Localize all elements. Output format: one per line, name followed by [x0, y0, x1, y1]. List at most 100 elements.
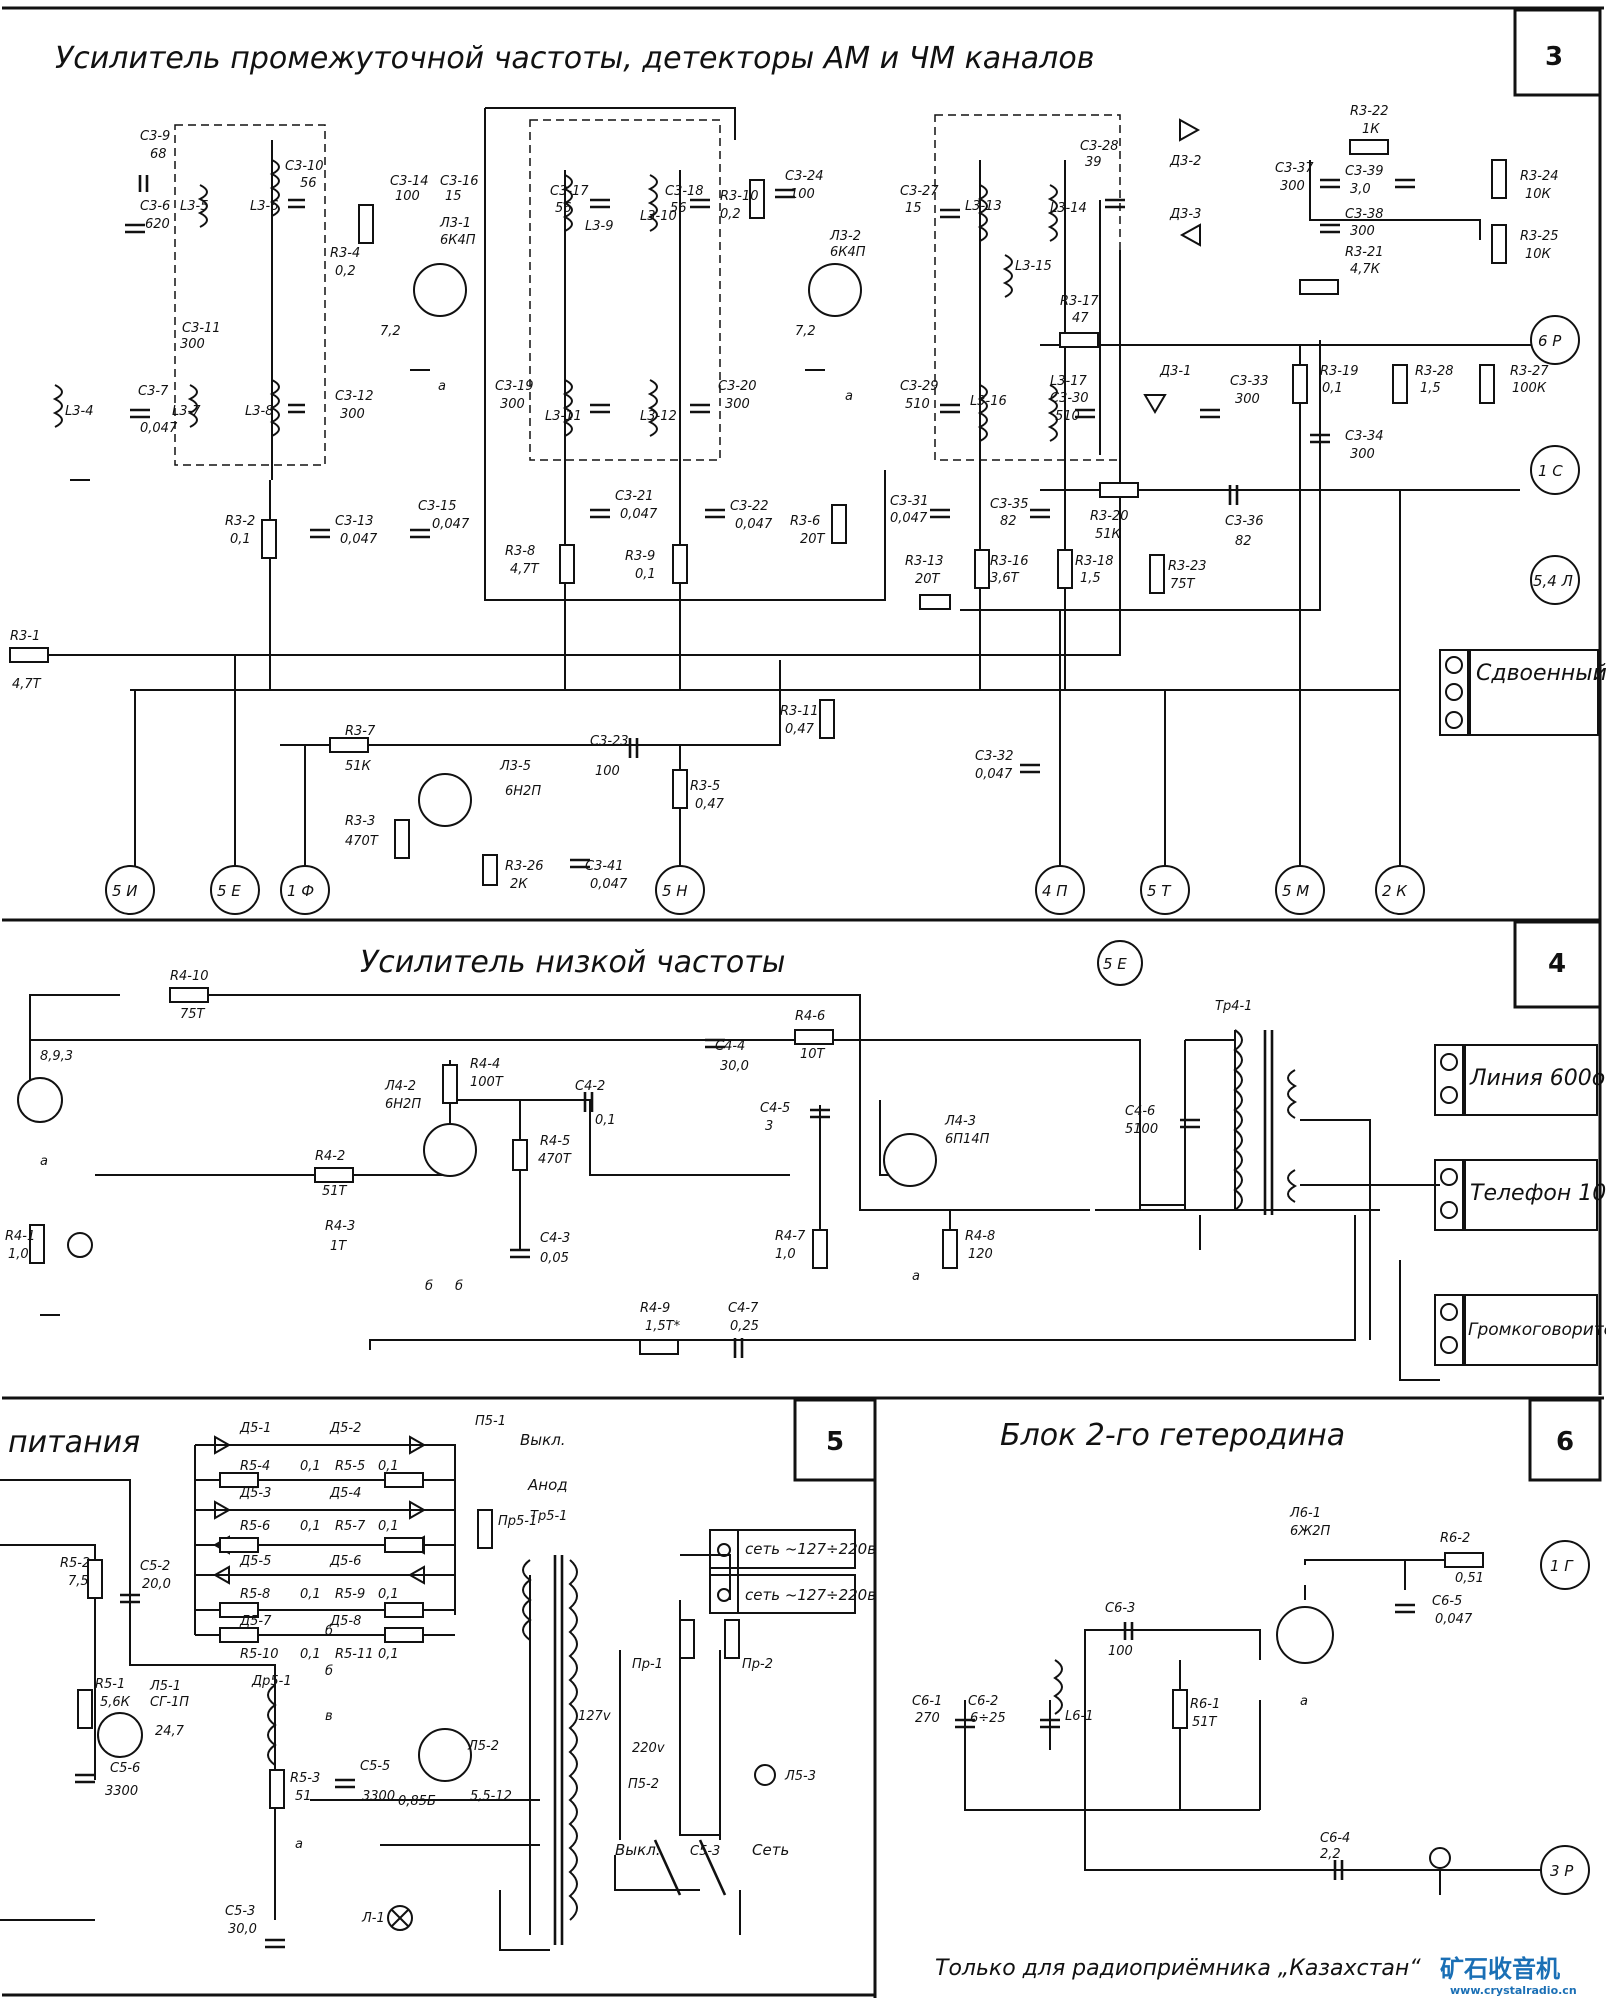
- line-output[interactable]: Линия 600ом: [1434, 1044, 1606, 1116]
- footer-note: Только для радиоприёмника „Казахстан“: [935, 1956, 1421, 1981]
- svg-text:1 Ф: 1 Ф: [287, 882, 314, 900]
- svg-text:R4-7: R4-7: [775, 1229, 806, 1244]
- svg-text:0,047: 0,047: [140, 421, 178, 436]
- svg-text:Л4-3: Л4-3: [944, 1114, 976, 1129]
- svg-text:0,047: 0,047: [432, 517, 470, 532]
- svg-text:510: 510: [905, 397, 930, 412]
- svg-text:C3-18: C3-18: [665, 184, 704, 199]
- svg-text:Л6-1: Л6-1: [1289, 1506, 1321, 1521]
- svg-text:Громкоговоритель 6,5ом: Громкоговоритель 6,5ом: [1468, 1320, 1606, 1340]
- svg-text:б: б: [325, 1624, 333, 1639]
- dual-receive-terminal[interactable]: Сдвоенный прием: [1439, 649, 1606, 736]
- svg-text:15: 15: [905, 201, 922, 216]
- jack-4p[interactable]: 4 П: [1035, 865, 1085, 915]
- svg-text:5 Н: 5 Н: [662, 882, 688, 900]
- jack-1s[interactable]: 1 С: [1530, 445, 1580, 495]
- svg-text:0,1: 0,1: [1322, 381, 1343, 396]
- svg-text:R5-7: R5-7: [335, 1519, 366, 1534]
- svg-text:0,047: 0,047: [590, 877, 628, 892]
- svg-text:C3-36: C3-36: [1225, 514, 1264, 529]
- svg-text:56: 56: [300, 176, 317, 191]
- svg-text:C3-30: C3-30: [1050, 391, 1089, 406]
- jack-5e-lf[interactable]: 5 Е: [1097, 940, 1143, 986]
- svg-text:L3-12: L3-12: [640, 409, 677, 424]
- svg-text:Пр5-1: Пр5-1: [498, 1514, 537, 1529]
- svg-text:0,1: 0,1: [300, 1459, 321, 1474]
- jack-2k[interactable]: 2 К: [1375, 865, 1425, 915]
- svg-text:L3-15: L3-15: [1015, 259, 1052, 274]
- svg-text:1К: 1К: [1362, 122, 1380, 137]
- svg-text:4,7Т: 4,7Т: [12, 677, 42, 692]
- svg-text:R3-6: R3-6: [790, 514, 820, 529]
- phone-output[interactable]: Телефон 100ом: [1434, 1159, 1606, 1231]
- svg-text:51Т: 51Т: [1192, 1715, 1218, 1730]
- svg-text:300: 300: [340, 407, 365, 422]
- svg-text:C3-32: C3-32: [975, 749, 1014, 764]
- svg-text:Д5-3: Д5-3: [239, 1486, 271, 1501]
- svg-text:2,2: 2,2: [1320, 1847, 1341, 1862]
- svg-text:R4-10: R4-10: [170, 969, 209, 984]
- svg-text:C3-34: C3-34: [1345, 429, 1384, 444]
- jack-6r[interactable]: 6 Р: [1530, 315, 1580, 365]
- svg-text:470Т: 470Т: [345, 834, 379, 849]
- jack-1g[interactable]: 1 Г: [1540, 1540, 1590, 1590]
- svg-text:R4-9: R4-9: [640, 1301, 670, 1316]
- speaker-output[interactable]: Громкоговоритель 6,5ом: [1434, 1294, 1606, 1366]
- svg-text:300: 300: [1280, 179, 1305, 194]
- svg-text:6Ж2П: 6Ж2П: [1290, 1524, 1331, 1539]
- svg-text:R3-20: R3-20: [1090, 509, 1129, 524]
- svg-text:L3-6: L3-6: [250, 199, 278, 214]
- svg-text:а: а: [1300, 1694, 1308, 1709]
- svg-text:L6-1: L6-1: [1065, 1709, 1093, 1724]
- svg-text:1,0: 1,0: [8, 1247, 29, 1262]
- svg-text:2К: 2К: [510, 877, 528, 892]
- svg-text:R4-6: R4-6: [795, 1009, 825, 1024]
- svg-text:C4-6: C4-6: [1125, 1104, 1155, 1119]
- svg-text:Л4-2: Л4-2: [384, 1079, 416, 1094]
- svg-text:1,5Т*: 1,5Т*: [645, 1319, 681, 1334]
- jack-5n[interactable]: 5 Н: [655, 865, 705, 915]
- svg-text:1 Г: 1 Г: [1550, 1557, 1574, 1575]
- svg-text:0,05: 0,05: [540, 1251, 569, 1266]
- jack-5e[interactable]: 5 Е: [210, 865, 260, 915]
- svg-text:C3-20: C3-20: [718, 379, 757, 394]
- jack-5m[interactable]: 5 М: [1275, 865, 1325, 915]
- svg-text:C3-24: C3-24: [785, 169, 824, 184]
- svg-text:C4-3: C4-3: [540, 1231, 570, 1246]
- svg-text:Д5-1: Д5-1: [239, 1421, 271, 1436]
- svg-text:R5-5: R5-5: [335, 1459, 365, 1474]
- svg-text:6Н2П: 6Н2П: [385, 1097, 421, 1112]
- power-component-labels: Д5-1 Д5-2 R5-4 0,1 R5-5 0,1 Д5-3 Д5-4 R5…: [60, 1414, 876, 1937]
- jack-1f[interactable]: 1 Ф: [280, 865, 330, 915]
- svg-text:R3-22: R3-22: [1350, 104, 1389, 119]
- svg-text:R3-8: R3-8: [505, 544, 535, 559]
- svg-text:СГ-1П: СГ-1П: [150, 1695, 189, 1710]
- svg-text:3: 3: [765, 1119, 773, 1134]
- svg-text:Линия 600ом: Линия 600ом: [1469, 1066, 1606, 1091]
- svg-text:C3-10: C3-10: [285, 159, 324, 174]
- svg-text:R5-1: R5-1: [95, 1677, 125, 1692]
- svg-text:Д3-3: Д3-3: [1169, 207, 1201, 222]
- svg-text:R3-3: R3-3: [345, 814, 375, 829]
- jack-5i[interactable]: 5 И: [105, 865, 155, 915]
- jack-5t[interactable]: 5 Т: [1140, 865, 1190, 915]
- svg-text:51К: 51К: [345, 759, 372, 774]
- svg-text:127v: 127v: [578, 1709, 611, 1724]
- svg-text:0,1: 0,1: [378, 1519, 399, 1534]
- svg-text:7,2: 7,2: [380, 324, 401, 339]
- svg-text:5 Т: 5 Т: [1147, 882, 1172, 900]
- if-amplifier-wiring: [9, 107, 1550, 886]
- svg-text:3300: 3300: [362, 1789, 395, 1804]
- svg-text:C3-9: C3-9: [140, 129, 170, 144]
- svg-text:20Т: 20Т: [800, 532, 826, 547]
- jack-3r[interactable]: 3 Р: [1540, 1845, 1590, 1895]
- svg-text:5 Е: 5 Е: [1103, 955, 1127, 973]
- svg-text:0,1: 0,1: [378, 1647, 399, 1662]
- jack-54l[interactable]: 5,4 Л: [1530, 555, 1580, 605]
- svg-text:а: а: [40, 1154, 48, 1169]
- svg-text:100: 100: [790, 187, 815, 202]
- svg-text:C3-13: C3-13: [335, 514, 374, 529]
- svg-text:100: 100: [395, 189, 420, 204]
- svg-text:R3-16: R3-16: [990, 554, 1029, 569]
- svg-text:R6-2: R6-2: [1440, 1531, 1470, 1546]
